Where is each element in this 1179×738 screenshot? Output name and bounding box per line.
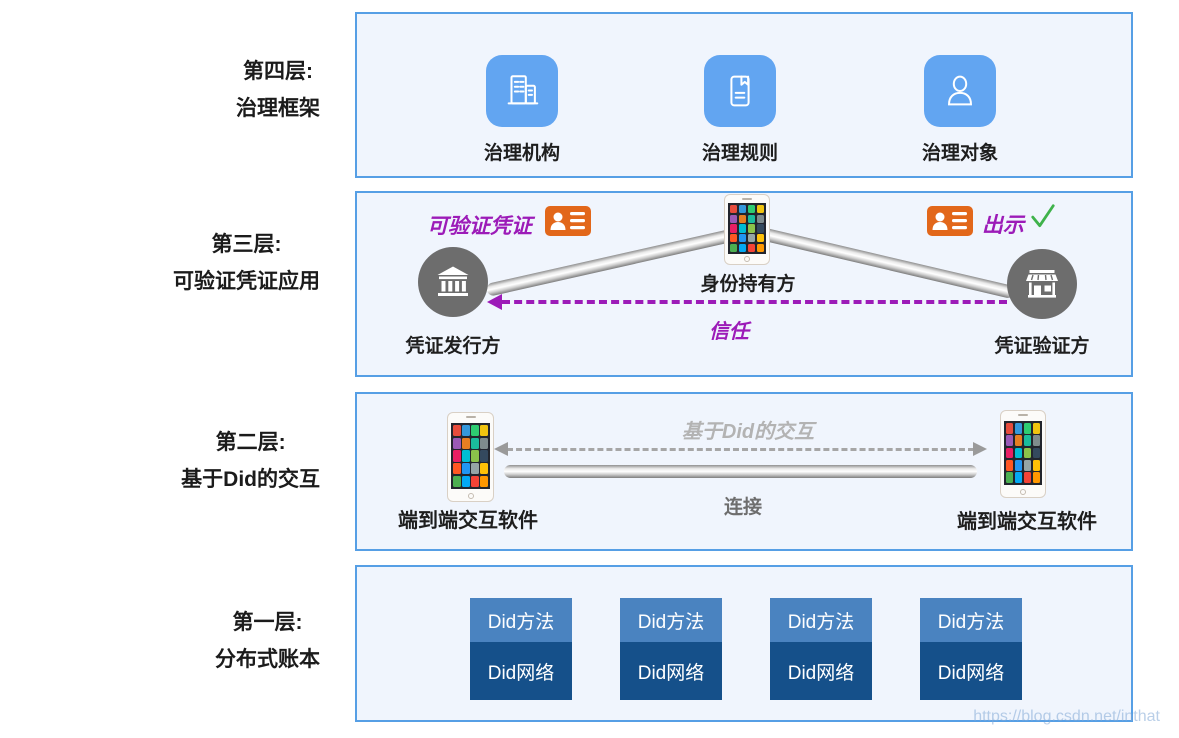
layer2-side-label-line1: 第二层: xyxy=(215,431,286,454)
holder-phone xyxy=(724,194,770,265)
did-network-box: Did网络 xyxy=(620,642,722,700)
did-stack-4: Did方法 Did网络 xyxy=(920,598,1022,700)
person-icon xyxy=(924,55,996,127)
did-method-box: Did方法 xyxy=(470,598,572,642)
present-label: 出示 xyxy=(982,214,1024,237)
layer1-side-label-line2: 分布式账本 xyxy=(215,648,320,671)
bank-icon xyxy=(418,247,488,317)
did-network-box: Did网络 xyxy=(470,642,572,700)
rules-icon xyxy=(704,55,776,127)
layer1-side-label: 第一层: 分布式账本 xyxy=(215,604,320,678)
left-endpoint-phone xyxy=(447,412,494,502)
did-stack-1: Did方法 Did网络 xyxy=(470,598,572,700)
layer4-side-label-line1: 第四层: xyxy=(243,60,313,83)
did-interaction-label: 基于Did的交互 xyxy=(681,421,815,443)
trust-dashed-line xyxy=(502,300,1007,304)
right-endpoint-label: 端到端交互软件 xyxy=(957,511,1097,533)
layer4-side-label-line2: 治理框架 xyxy=(236,97,320,120)
phone-screen xyxy=(728,203,766,254)
layer3-side-label-line1: 第三层: xyxy=(211,233,282,256)
connection-tube xyxy=(504,465,977,478)
store-icon xyxy=(1007,249,1077,319)
did-method-box: Did方法 xyxy=(620,598,722,642)
layer1-panel: Did方法 Did网络 Did方法 Did网络 Did方法 Did网络 Did方… xyxy=(355,565,1133,722)
right-endpoint-phone xyxy=(1000,410,1046,498)
did-method-box: Did方法 xyxy=(770,598,872,642)
governance-object-item: 治理对象 xyxy=(880,55,1040,165)
present-card-icon xyxy=(927,206,973,241)
did-stack-2: Did方法 Did网络 xyxy=(620,598,722,700)
left-endpoint-label: 端到端交互软件 xyxy=(398,510,538,532)
credential-card-icon xyxy=(545,206,591,241)
phone-screen xyxy=(451,423,490,489)
watermark: https://blog.csdn.net/inthat xyxy=(973,708,1160,725)
verifier-label: 凭证验证方 xyxy=(994,336,1090,357)
trust-arrowhead-icon xyxy=(487,294,502,310)
holder-label: 身份持有方 xyxy=(700,274,796,295)
trust-label: 信任 xyxy=(709,321,749,343)
layer4-panel: 治理机构 治理规则 治理对象 xyxy=(355,12,1133,178)
did-network-box: Did网络 xyxy=(920,642,1022,700)
building-icon xyxy=(486,55,558,127)
interaction-dashed-line xyxy=(507,448,974,451)
layer3-side-label-line2: 可验证凭证应用 xyxy=(173,270,320,293)
layer3-side-label: 第三层: 可验证凭证应用 xyxy=(173,226,320,300)
layer4-side-label: 第四层: 治理框架 xyxy=(236,53,320,127)
governance-institution-label: 治理机构 xyxy=(483,143,560,164)
governance-institution-item: 治理机构 xyxy=(442,55,602,165)
layer2-side-label: 第二层: 基于Did的交互 xyxy=(181,424,320,498)
governance-rules-label: 治理规则 xyxy=(701,143,778,164)
issuer-label: 凭证发行方 xyxy=(405,336,501,357)
did-method-box: Did方法 xyxy=(920,598,1022,642)
layer3-panel: 可验证凭证 出示 xyxy=(355,191,1133,377)
check-icon xyxy=(1029,202,1057,235)
verifiable-credential-label: 可验证凭证 xyxy=(427,215,532,238)
layer2-panel: 基于Did的交互 连接 端到端交互软件 端到端交互软件 xyxy=(355,392,1133,551)
governance-rules-item: 治理规则 xyxy=(660,55,820,165)
governance-object-label: 治理对象 xyxy=(921,143,998,164)
interaction-left-arrowhead-icon xyxy=(494,442,508,456)
interaction-right-arrowhead-icon xyxy=(973,442,987,456)
did-stack-3: Did方法 Did网络 xyxy=(770,598,872,700)
layer2-side-label-line2: 基于Did的交互 xyxy=(181,468,320,491)
layer1-side-label-line1: 第一层: xyxy=(232,611,303,634)
phone-screen xyxy=(1004,421,1042,485)
did-network-box: Did网络 xyxy=(770,642,872,700)
connection-label: 连接 xyxy=(723,497,762,518)
